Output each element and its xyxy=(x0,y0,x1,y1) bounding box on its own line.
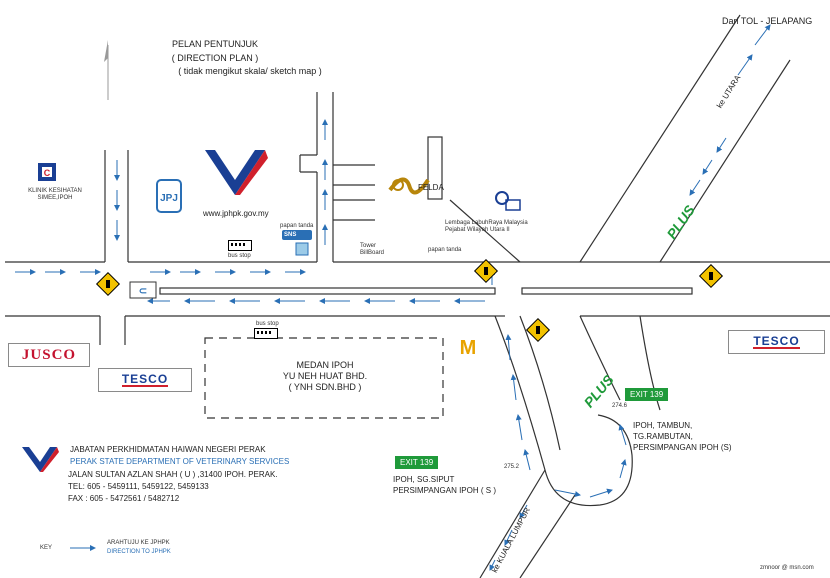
bus-stop-icon xyxy=(228,240,252,251)
exit-sign-right: EXIT 139 xyxy=(625,388,669,401)
dept-fax: FAX : 605 - 5472561 / 5482712 xyxy=(68,494,180,503)
bus-stop-icon xyxy=(254,328,278,339)
key-ms-label: ARAHTUJU KE JPHPK xyxy=(107,540,170,546)
north-arrow-icon xyxy=(104,40,109,100)
lembaga-logo-icon xyxy=(495,191,521,211)
sns-sign-icon xyxy=(282,230,312,256)
jusco-logo-text: JUSCO xyxy=(21,346,77,363)
dept-address: JALAN SULTAN AZLAN SHAH ( U ) ,31400 IPO… xyxy=(68,470,278,479)
papan-tanda-sns-label: papan tanda xyxy=(280,223,314,229)
jusco-box-icon: ⊂ xyxy=(129,281,157,299)
bus-stop-top-label: bus stop xyxy=(228,253,251,259)
dept-name-ms: JABATAN PERKHIDMATAN HAIWAN NEGERI PERAK xyxy=(70,445,266,454)
tower-label: Tower BillBoard xyxy=(360,243,385,256)
credit-label: zmnoor @ msn.com xyxy=(760,565,814,571)
felda-logo-icon xyxy=(388,177,430,195)
jusco-logo: JUSCO xyxy=(8,343,90,367)
traffic-light-sign-icon xyxy=(95,258,724,343)
jphpk-logo-small-icon xyxy=(22,447,59,472)
mcdonalds-icon: M xyxy=(460,337,477,359)
map-title: PELAN PENTUNJUK xyxy=(160,39,270,50)
dept-tel: TEL: 605 - 5459111, 5459122, 5459133 xyxy=(68,482,209,491)
svg-text:JPJ: JPJ xyxy=(160,193,178,204)
roads xyxy=(5,14,830,578)
sns-logo-text: SNS xyxy=(284,232,297,238)
direction-arrows xyxy=(15,24,771,571)
tesco-right-text: TESCO xyxy=(753,334,800,349)
title-line3: ( tidak mengikut skala/ sketch map ) xyxy=(178,66,322,76)
felda-label: FELDA xyxy=(418,183,444,192)
papan-tanda-label: papan tanda xyxy=(428,247,462,253)
lembaga-label: Lembaga LabuhRaya Malaysia Pejabat Wilay… xyxy=(445,220,528,233)
header-right: Dari TOL - JELAPANG xyxy=(722,16,813,26)
exit-left-destination: IPOH, SG.SIPUT PERSIMPANGAN IPOH ( S ) xyxy=(393,475,496,495)
klinik-icon: C xyxy=(38,163,56,181)
key-en-label: DIRECTION TO JPHPK xyxy=(107,549,171,555)
klinik-label: KLINIK KESIHATAN SIMEE,IPOH xyxy=(28,188,82,201)
title-line2: ( DIRECTION PLAN ) xyxy=(171,53,259,63)
km-275-label: 275.2 xyxy=(504,464,520,470)
title-line1: PELAN PENTUNJUK xyxy=(171,39,259,49)
svg-text:⊂: ⊂ xyxy=(139,286,147,297)
exit-sign-left: EXIT 139 xyxy=(395,456,439,469)
km-274-label: 274.6 xyxy=(612,403,628,409)
medan-ipoh-label: MEDAN IPOH YU NEH HUAT BHD. ( YNH SDN.BH… xyxy=(282,360,368,392)
tesco-left-text: TESCO xyxy=(121,372,169,387)
tesco-logo-right: TESCO xyxy=(728,330,825,354)
jpj-logo-icon: JPJ xyxy=(156,179,182,213)
website-label: www.jphpk.gov.my xyxy=(203,209,269,218)
bus-stop-bottom-label: bus stop xyxy=(256,321,279,327)
key-label: KEY xyxy=(40,545,53,551)
exit-right-destination: IPOH, TAMBUN, TG.RAMBUTAN, PERSIMPANGAN … xyxy=(633,421,732,452)
tesco-logo-left: TESCO xyxy=(98,368,192,392)
svg-text:M: M xyxy=(460,337,477,359)
dept-name-en: PERAK STATE DEPARTMENT OF VETERINARY SER… xyxy=(70,457,290,466)
svg-text:C: C xyxy=(44,168,51,178)
jphpk-logo-icon xyxy=(205,150,268,195)
